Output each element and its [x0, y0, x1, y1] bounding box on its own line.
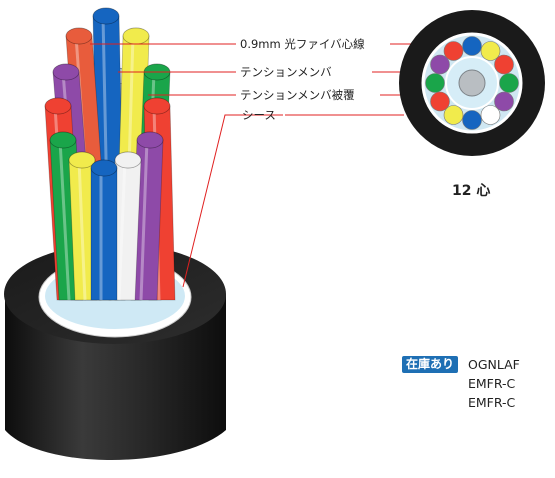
fiber-end [44, 97, 72, 115]
cross-section-fiber [443, 105, 464, 125]
fiber-strand [90, 167, 118, 301]
fiber-end [136, 131, 164, 149]
label-tension-member-coating: テンションメンバ被覆 [240, 88, 355, 102]
fiber-end [92, 7, 120, 25]
label-fiber-core: 0.9mm 光ファイバ心線 [240, 37, 365, 51]
cross-section-fiber [494, 54, 514, 75]
fiber-highlight [58, 139, 71, 301]
cross-section-fiber [462, 36, 482, 56]
fiber-end [122, 27, 150, 45]
fiber-highlight [77, 159, 87, 301]
cross-section-fiber [499, 73, 519, 93]
cross-section-caption: 12 心 [452, 183, 491, 199]
fiber-end [68, 151, 96, 169]
cross-section-fiber [430, 91, 450, 112]
cross-section-fiber [494, 91, 514, 112]
label-tension-member: テンションメンバ [240, 65, 332, 79]
fiber-end [143, 97, 171, 115]
label-sheath: シース [242, 108, 276, 122]
fiber-end [90, 159, 118, 177]
cross-section-fiber [480, 105, 501, 125]
cross-section-fiber [425, 73, 445, 93]
fiber-highlight [139, 139, 149, 301]
fiber-end [52, 63, 80, 81]
model-name-2: EMFR-C [468, 376, 516, 391]
cross-section-fiber [480, 41, 501, 61]
stock-badge: 在庫あり [402, 356, 459, 373]
cross-section-fiber [462, 110, 482, 130]
cross-section [399, 10, 545, 156]
cross-section-fiber [430, 54, 450, 75]
fiber-highlight [117, 159, 127, 301]
fiber-end [114, 151, 142, 169]
cross-section-fiber [443, 41, 464, 61]
model-name-3: EMFR-C [468, 395, 516, 410]
fiber-end [65, 27, 93, 45]
fiber-end [49, 131, 77, 149]
optical-fibers [44, 7, 176, 301]
model-name-1: OGNLAF [468, 357, 520, 372]
